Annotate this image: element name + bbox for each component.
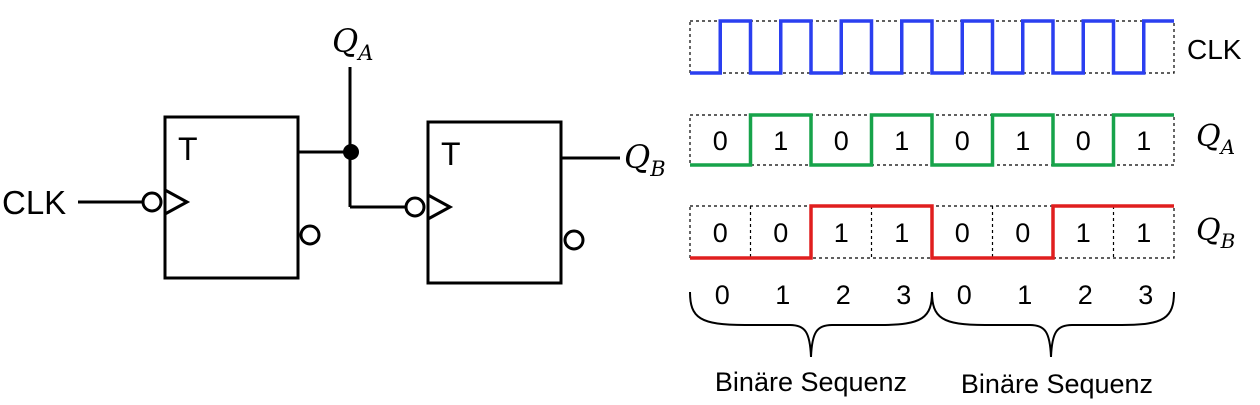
state-number: 0	[715, 280, 730, 310]
ff1-type-label: T	[178, 131, 198, 167]
qb-value: 1	[1076, 218, 1091, 248]
state-number: 1	[775, 280, 790, 310]
ff2-qbar-bubble	[563, 229, 585, 251]
ff1-clock-bubble	[141, 191, 163, 213]
circuit-schematic	[78, 67, 620, 285]
clk-input-label: CLK	[2, 184, 66, 221]
qa-value: 0	[713, 126, 728, 156]
qb-value: 0	[713, 218, 728, 248]
qb-value: 0	[1015, 218, 1030, 248]
qb-row-label: QB	[1196, 213, 1235, 253]
qa-value: 0	[955, 126, 970, 156]
qa-value: 1	[1136, 126, 1151, 156]
ff2-type-label: T	[441, 136, 461, 172]
qa-value: 1	[894, 126, 909, 156]
ff1-clock-triangle	[164, 188, 191, 216]
braces	[689, 291, 1175, 358]
qb-value: 1	[894, 218, 909, 248]
brace-left	[689, 291, 933, 358]
qa-value: 0	[834, 126, 849, 156]
qa-value: 0	[1076, 126, 1091, 156]
qa-row-label: QA	[1196, 119, 1235, 159]
state-number: 0	[957, 280, 972, 310]
qb-value: 1	[834, 218, 849, 248]
junction-dot	[343, 144, 359, 160]
state-number: 1	[1017, 280, 1032, 310]
state-labels: 0 1 2 3 0 1 2 3	[715, 280, 1154, 310]
brace-right	[931, 291, 1175, 358]
qb-value: 1	[1136, 218, 1151, 248]
qb-value: 0	[955, 218, 970, 248]
group-label-2: Binäre Sequenz	[961, 369, 1153, 399]
ff1-qbar-bubble	[299, 224, 321, 246]
clk-waveform	[690, 19, 1174, 75]
flip-flop-2	[426, 120, 563, 285]
qb-value: 0	[773, 218, 788, 248]
qa-value: 1	[773, 126, 788, 156]
flip-flop-1	[163, 115, 300, 280]
ff2-clock-triangle	[427, 193, 454, 221]
clk-row	[689, 19, 1175, 75]
qa-circuit-label: QA	[332, 22, 373, 65]
state-number: 3	[1138, 280, 1153, 310]
state-number: 3	[896, 280, 911, 310]
qb-waveform	[690, 204, 1174, 260]
ff2-clock-bubble	[404, 196, 426, 218]
group-label-1: Binäre Sequenz	[715, 367, 907, 397]
qb-row: 0 0 1 1 0 0 1 1	[689, 204, 1175, 260]
state-number: 2	[1078, 280, 1093, 310]
state-number: 2	[836, 280, 851, 310]
qb-circuit-label: QB	[624, 138, 666, 181]
qa-waveform	[690, 113, 1174, 167]
timing-diagram: 0 1 0 1 0 1 0 1 0 0 1 1 0 0 1 1 CLK QA QB 0 1 2 3 0 1 2 3 Bin…	[689, 19, 1242, 399]
qa-row: 0 1 0 1 0 1 0 1	[689, 113, 1175, 167]
clk-row-label: CLK	[1187, 34, 1242, 65]
qa-value: 1	[1015, 126, 1030, 156]
